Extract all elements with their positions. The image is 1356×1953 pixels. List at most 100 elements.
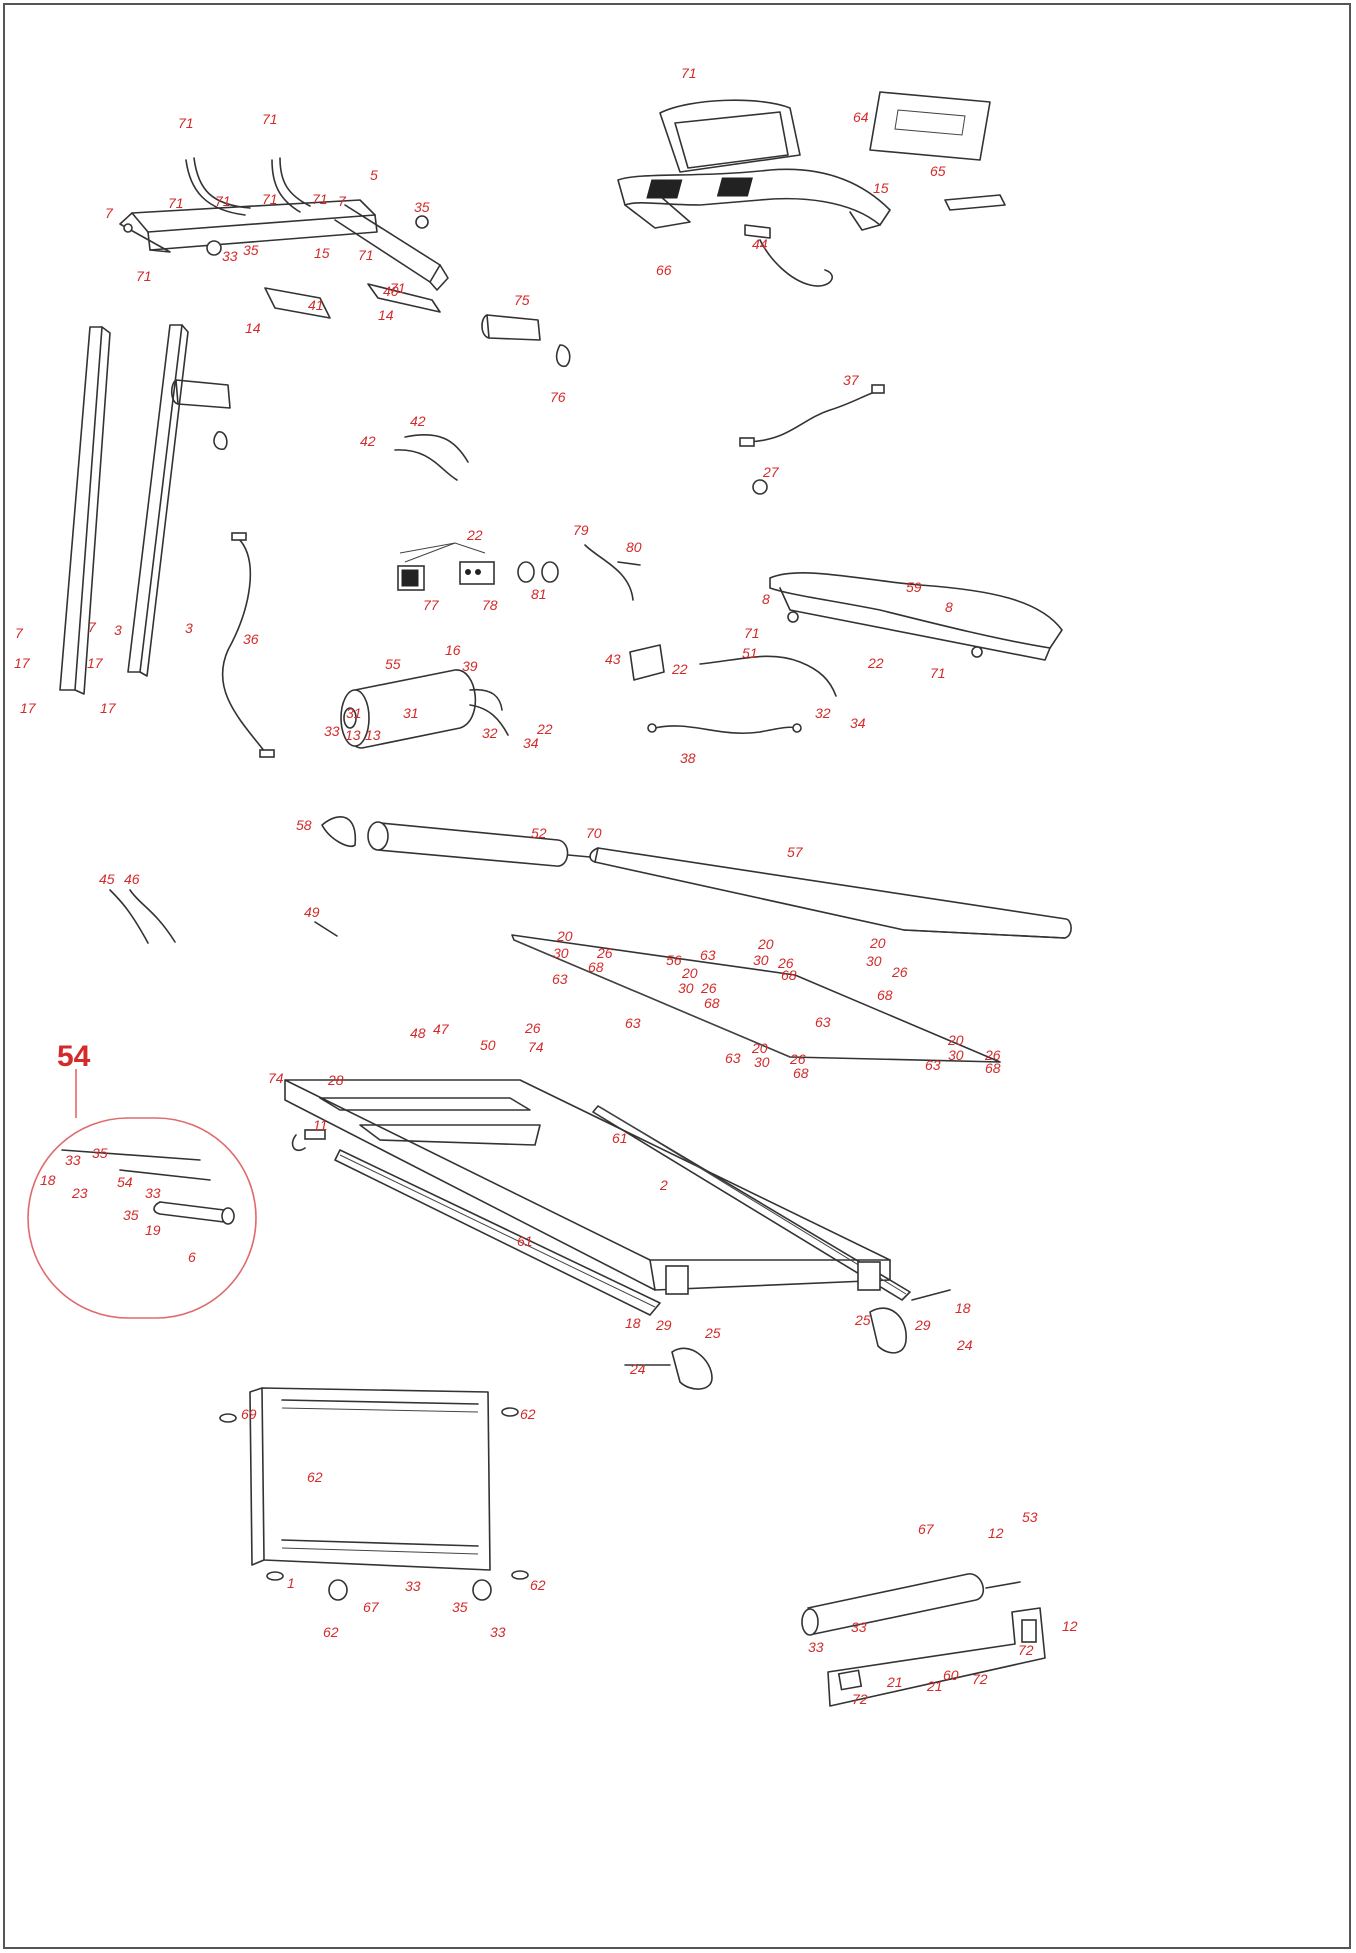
part-label: 22 (466, 527, 483, 543)
part-label: 14 (378, 307, 394, 323)
part-label: 36 (243, 631, 259, 647)
front-roller (367, 821, 591, 867)
part-label: 58 (296, 817, 312, 833)
detail-callout-54 (27, 1069, 257, 1319)
part-label: 26 (984, 1047, 1001, 1063)
part-label: 69 (241, 1406, 257, 1422)
part-label: 20 (681, 965, 698, 981)
part-label: 72 (852, 1691, 868, 1707)
part-label: 68 (704, 995, 720, 1011)
part-label: 7 (338, 193, 347, 209)
electronics-box (397, 542, 559, 591)
part-label: 61 (517, 1233, 533, 1249)
part-label: 26 (596, 945, 613, 961)
part-label: 27 (762, 464, 780, 480)
motor-hood (769, 572, 1063, 661)
part-label: 74 (268, 1070, 284, 1086)
part-label: 34 (523, 735, 539, 751)
part-label: 71 (744, 625, 760, 641)
part-label: 15 (873, 180, 889, 196)
part-label: 63 (700, 947, 716, 963)
part-label: 71 (681, 65, 697, 81)
wire-80 (617, 561, 641, 566)
part-label: 46 (124, 871, 140, 887)
part-label: 48 (410, 1025, 426, 1041)
part-label: 12 (988, 1525, 1004, 1541)
part-label: 29 (655, 1317, 672, 1333)
part-label: 7 (105, 205, 114, 221)
part-label: 21 (886, 1674, 903, 1690)
part-label: 18 (625, 1315, 641, 1331)
running-deck (589, 847, 1072, 939)
part-label: 11 (313, 1117, 328, 1133)
rear-roller (801, 1573, 1021, 1636)
part-label: 34 (850, 715, 866, 731)
part-label: 71 (136, 268, 152, 284)
part-label: 28 (327, 1072, 344, 1088)
part-label: 30 (948, 1047, 964, 1063)
part-label: 52 (531, 825, 547, 841)
part-label: 20 (751, 1040, 768, 1056)
part-label: 70 (586, 825, 602, 841)
part-label: 25 (704, 1325, 721, 1341)
side-covers (170, 314, 571, 450)
part-label: 67 (918, 1521, 935, 1537)
part-label: 43 (605, 651, 621, 667)
part-label: 71 (215, 193, 231, 209)
page-border (3, 3, 1351, 1949)
part-label: 18 (955, 1300, 971, 1316)
wire-42 (404, 433, 469, 463)
wire-46 (129, 889, 176, 943)
part-label: 22 (867, 655, 884, 671)
part-label: 23 (71, 1185, 88, 1201)
part-label: 68 (877, 987, 893, 1003)
part-label: 62 (307, 1469, 323, 1485)
part-label: 63 (552, 971, 568, 987)
part-label: 33 (405, 1578, 421, 1594)
rear-feet (624, 1289, 951, 1390)
part-label: 77 (423, 597, 440, 613)
part-label: 33 (65, 1152, 81, 1168)
part-label: 79 (573, 522, 589, 538)
part-label: 62 (530, 1577, 546, 1593)
part-label: 30 (753, 952, 769, 968)
part-label: 33 (490, 1624, 506, 1640)
part-label: 16 (445, 642, 461, 658)
part-label: 26 (891, 964, 908, 980)
part-label: 20 (947, 1032, 964, 1048)
part-label: 31 (346, 705, 362, 721)
part-label: 63 (815, 1014, 831, 1030)
uprights (59, 324, 189, 695)
part-label: 17 (100, 700, 117, 716)
part-label: 17 (87, 655, 104, 671)
part-label: 42 (410, 413, 426, 429)
part-label: 33 (851, 1619, 867, 1635)
part-label: 81 (531, 586, 547, 602)
part-label: 35 (414, 199, 430, 215)
part-label: 22 (671, 661, 688, 677)
part-label: 32 (815, 705, 831, 721)
part-label: 19 (145, 1222, 161, 1238)
wire-37 (747, 389, 881, 443)
part-label: 40 (383, 283, 399, 299)
part-label: 68 (781, 967, 797, 983)
part-label: 65 (930, 163, 946, 179)
part-label: 12 (1062, 1618, 1078, 1634)
part-label: 33 (145, 1185, 161, 1201)
part-label: 35 (123, 1207, 139, 1223)
part-label: 24 (956, 1337, 973, 1353)
belt-58 (321, 816, 357, 847)
part-label: 71 (312, 191, 328, 207)
part-label: 71 (930, 665, 946, 681)
part-label: 20 (757, 936, 774, 952)
part-label: 7 (88, 619, 97, 635)
part-label: 49 (304, 904, 320, 920)
main-frame (284, 1079, 911, 1316)
leveling-feet (219, 1407, 529, 1601)
part-label: 8 (762, 591, 770, 607)
part-label: 63 (925, 1057, 941, 1073)
part-label: 22 (536, 721, 553, 737)
wire-49 (314, 921, 338, 937)
